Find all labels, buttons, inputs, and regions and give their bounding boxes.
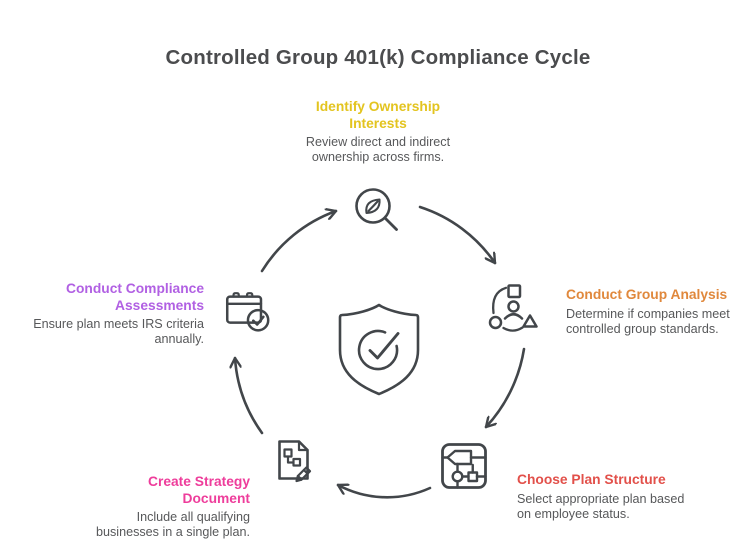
magnifier-leaf-icon bbox=[355, 188, 398, 231]
group-analysis-icon bbox=[488, 284, 538, 332]
stage-description: Determine if companies meet controlled g… bbox=[566, 306, 730, 336]
page-title: Controlled Group 401(k) Compliance Cycle bbox=[165, 46, 591, 69]
stage-strategy-document: Create Strategy Document Include all qua… bbox=[58, 474, 250, 540]
stage-heading: Create Strategy Document bbox=[148, 474, 250, 506]
shield-check-icon bbox=[338, 303, 420, 396]
stage-group-analysis: Conduct Group Analysis Determine if comp… bbox=[566, 287, 754, 337]
stage-description: Include all qualifying businesses in a s… bbox=[95, 510, 250, 539]
stage-compliance-assessments: Conduct Compliance Assessments Ensure pl… bbox=[12, 281, 204, 347]
stage-description: Review direct and indirect ownership acr… bbox=[305, 135, 451, 164]
arrow-left-to-top bbox=[260, 211, 338, 273]
stage-description: Select appropriate plan based on employe… bbox=[517, 491, 685, 521]
calendar-check-icon bbox=[225, 292, 270, 332]
stage-description: Ensure plan meets IRS criteria annually. bbox=[33, 317, 204, 346]
arrow-bottom-left-to-left bbox=[235, 356, 264, 435]
stage-heading: Conduct Compliance Assessments bbox=[66, 281, 204, 313]
plan-structure-icon bbox=[441, 443, 487, 489]
stage-plan-structure: Choose Plan Structure Select appropriate… bbox=[517, 472, 715, 522]
stage-identify-ownership: Identify Ownership Interests Review dire… bbox=[288, 99, 468, 165]
strategy-document-icon bbox=[278, 440, 312, 483]
arrow-top-to-right bbox=[418, 205, 497, 265]
stage-heading: Conduct Group Analysis bbox=[566, 287, 728, 302]
arrow-bottom-right-to-bottom-left bbox=[336, 485, 432, 499]
arrow-right-to-bottom-right bbox=[484, 347, 526, 429]
stage-heading: Identify Ownership Interests bbox=[315, 99, 441, 131]
stage-heading: Choose Plan Structure bbox=[517, 472, 666, 487]
